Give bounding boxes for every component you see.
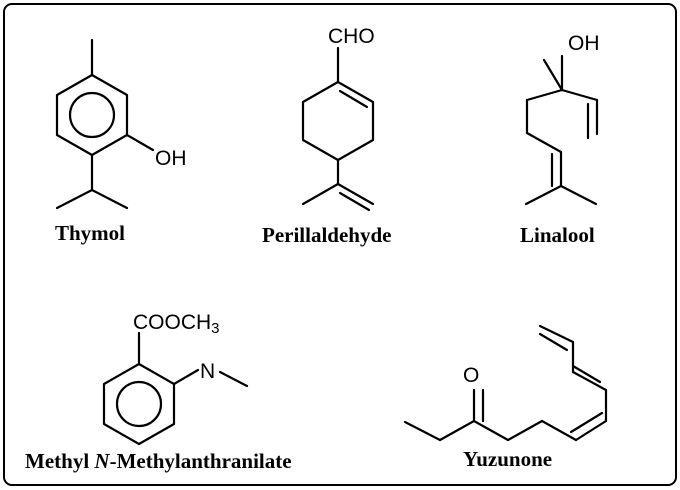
yuzunone-chain-2 <box>506 419 544 442</box>
perillaldehyde-ring-double <box>338 89 369 109</box>
perillaldehyde-cho-label: CHO <box>328 25 375 48</box>
figure-frame <box>3 3 677 486</box>
yuzunone-o-label: O <box>463 364 479 387</box>
linalool-methyl <box>542 58 564 92</box>
anthranilate-bonds <box>102 331 249 446</box>
anthranilate-n-methyl <box>218 370 249 388</box>
thymol-isopropyl-right <box>90 188 129 210</box>
yuzunone-alkene1-b <box>569 411 604 434</box>
anthranilate-ester-label: COOCH3 <box>133 311 220 337</box>
yuzunone-ethyl-2 <box>438 419 476 442</box>
linalool-methyl-right <box>559 184 598 206</box>
methyl-n-methylanthranilate-structure: COOCH3 N Methyl N-Methylanthranilate <box>25 311 292 473</box>
yuzunone-structure: O Yuzunone <box>403 324 608 471</box>
yuzunone-alkene2-a <box>571 370 608 392</box>
yuzunone-ethyl-1 <box>403 420 442 442</box>
perillaldehyde-bonds <box>301 46 375 212</box>
thymol-name: Thymol <box>55 221 125 245</box>
yuzunone-name: Yuzunone <box>463 447 552 471</box>
anthranilate-n-label: N <box>200 360 215 383</box>
thymol-oh-bond <box>125 133 155 152</box>
perillaldehyde-name: Perillaldehyde <box>262 223 392 247</box>
anthranilate-aromatic-circle <box>115 380 163 428</box>
linalool-chain-3 <box>525 131 563 154</box>
linalool-name: Linalool <box>520 223 595 247</box>
linalool-structure: OH Linalool <box>520 32 600 247</box>
yuzunone-vinyl-b <box>538 332 569 352</box>
linalool-methyl-left <box>524 184 563 206</box>
yuzunone-alkene2-b <box>571 364 602 384</box>
yuzunone-alkene1-a <box>574 419 608 442</box>
anthranilate-n-bond <box>172 368 200 386</box>
perillaldehyde-methyl <box>301 182 340 206</box>
thymol-isopropyl-left <box>55 188 94 210</box>
linalool-bonds <box>524 54 599 206</box>
perillaldehyde-structure: CHO Perillaldehyde <box>262 25 392 247</box>
linalool-oh-label: OH <box>568 32 600 55</box>
anthranilate-name: Methyl N-Methylanthranilate <box>25 449 292 473</box>
thymol-bonds <box>55 38 155 210</box>
yuzunone-chain-1 <box>472 419 510 442</box>
perillaldehyde-methylene-double <box>338 191 371 212</box>
linalool-vinyl-bond <box>560 88 599 102</box>
linalool-chain-1 <box>525 88 564 102</box>
yuzunone-vinyl-a <box>538 324 575 344</box>
thymol-structure: OH Thymol <box>55 38 187 245</box>
yuzunone-chain-3 <box>540 419 578 442</box>
perillaldehyde-methylene <box>336 182 375 206</box>
thymol-oh-label: OH <box>155 147 187 170</box>
yuzunone-bonds <box>403 324 608 442</box>
thymol-aromatic-circle <box>68 91 116 139</box>
